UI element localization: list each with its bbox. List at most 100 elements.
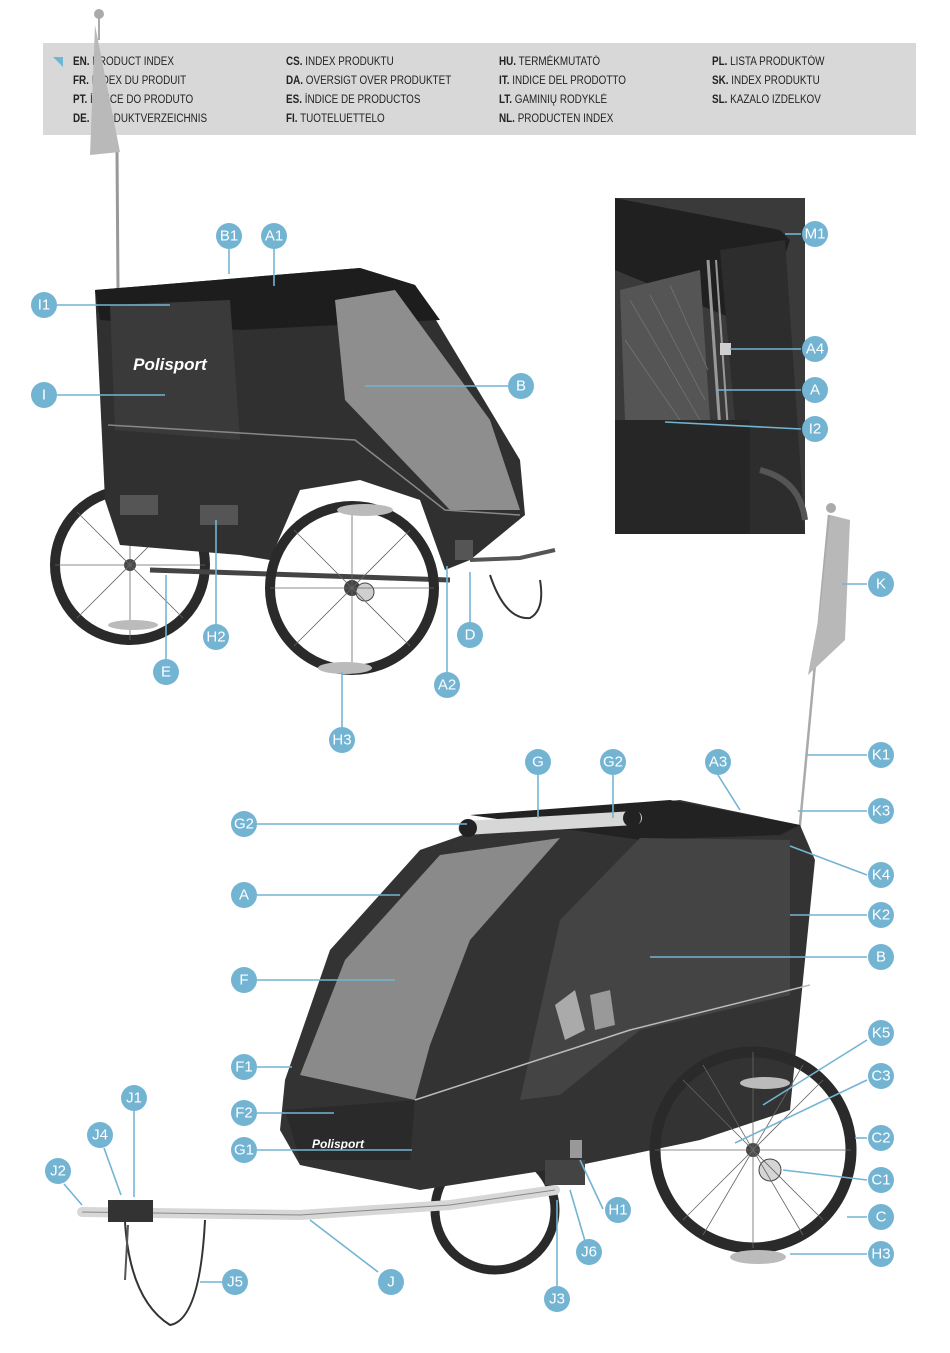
- svg-text:K: K: [876, 576, 886, 593]
- part-label-h1: H1: [605, 1197, 631, 1223]
- part-label-g1: G1: [231, 1137, 257, 1163]
- part-label-a: A: [802, 377, 828, 403]
- part-label-i: I: [31, 382, 57, 408]
- part-label-g2: G2: [600, 749, 626, 775]
- svg-text:A1: A1: [265, 228, 283, 245]
- part-label-a-main: A: [231, 882, 257, 908]
- part-label-m1: M1: [802, 221, 828, 247]
- svg-text:G2: G2: [234, 816, 254, 833]
- svg-text:J1: J1: [126, 1090, 142, 1107]
- index-entry: SL. KAZALO IZDELKOV: [712, 94, 821, 106]
- svg-text:J4: J4: [92, 1127, 108, 1144]
- trailer-main-illustration: Polisport: [77, 503, 857, 1327]
- svg-text:J: J: [387, 1274, 395, 1291]
- svg-text:J2: J2: [50, 1163, 66, 1180]
- product-index-bar: EN. PRODUCT INDEX FR. INDEX DU PRODUIT P…: [43, 43, 916, 135]
- svg-text:H1: H1: [608, 1202, 627, 1219]
- svg-text:K3: K3: [872, 803, 890, 820]
- part-label-j2: J2: [45, 1158, 71, 1184]
- svg-text:B: B: [516, 378, 526, 395]
- part-label-j5: J5: [222, 1269, 248, 1295]
- svg-text:B1: B1: [220, 228, 238, 245]
- part-label-h3: H3: [329, 727, 355, 753]
- part-label-i1: I1: [31, 292, 57, 318]
- corner-marker-icon: [53, 57, 63, 67]
- part-label-k2: K2: [868, 902, 894, 928]
- index-entry: ES. ÍNDICE DE PRODUCTOS: [286, 94, 421, 106]
- svg-text:A2: A2: [438, 677, 456, 694]
- inset-detail-illustration: [615, 198, 808, 534]
- part-label-e: E: [153, 659, 179, 685]
- svg-text:C2: C2: [871, 1130, 890, 1147]
- svg-text:M1: M1: [805, 226, 826, 243]
- svg-text:F2: F2: [235, 1105, 253, 1122]
- part-label-j1: J1: [121, 1085, 147, 1111]
- index-entry: DE. PRODUKTVERZEICHNIS: [73, 113, 208, 125]
- svg-text:I1: I1: [38, 297, 51, 314]
- part-label-a2: A2: [434, 672, 460, 698]
- svg-text:K2: K2: [872, 907, 890, 924]
- trailer-top-illustration: Polisport: [50, 9, 556, 675]
- part-label-a3: A3: [705, 749, 731, 775]
- svg-text:G: G: [532, 754, 544, 771]
- part-label-g: G: [525, 749, 551, 775]
- part-label-f2: F2: [231, 1100, 257, 1126]
- svg-text:J5: J5: [227, 1274, 243, 1291]
- svg-text:G1: G1: [234, 1142, 254, 1159]
- part-label-c: C: [868, 1204, 894, 1230]
- svg-text:I: I: [42, 387, 46, 404]
- svg-text:H3: H3: [871, 1246, 890, 1263]
- part-label-k5: K5: [868, 1020, 894, 1046]
- svg-text:G2: G2: [603, 754, 623, 771]
- svg-text:F: F: [239, 972, 248, 989]
- svg-text:A: A: [810, 382, 820, 399]
- part-label-c3: C3: [868, 1063, 894, 1089]
- part-label-k3: K3: [868, 798, 894, 824]
- part-label-d: D: [457, 622, 483, 648]
- svg-text:K5: K5: [872, 1025, 890, 1042]
- brand-logo: Polisport: [312, 1137, 365, 1151]
- part-label-j6: J6: [576, 1239, 602, 1265]
- part-label-k: K: [868, 571, 894, 597]
- svg-text:H2: H2: [206, 629, 225, 646]
- index-entry: NL. PRODUCTEN INDEX: [499, 113, 614, 125]
- index-entry: LT. GAMINIŲ RODYKLĖ: [499, 94, 608, 106]
- part-label-h3-main: H3: [868, 1241, 894, 1267]
- part-label-f: F: [231, 967, 257, 993]
- svg-text:C1: C1: [871, 1172, 890, 1189]
- svg-text:A: A: [239, 887, 249, 904]
- part-label-c1: C1: [868, 1167, 894, 1193]
- index-entry: EN. PRODUCT INDEX: [73, 56, 174, 68]
- svg-text:F1: F1: [235, 1059, 253, 1076]
- part-label-a1: A1: [261, 223, 287, 249]
- svg-text:K4: K4: [872, 867, 890, 884]
- index-entry: DA. OVERSIGT OVER PRODUKTET: [286, 75, 452, 87]
- svg-text:C3: C3: [871, 1068, 890, 1085]
- index-column-4: PL. LISTA PRODUKTÓW SK. INDEX PRODUKTU S…: [712, 53, 843, 110]
- part-label-j3: J3: [544, 1286, 570, 1312]
- leader-lines: [57, 233, 868, 1286]
- svg-text:E: E: [161, 664, 171, 681]
- svg-text:A3: A3: [709, 754, 727, 771]
- part-label-b-main: B: [868, 944, 894, 970]
- part-label-g2-left: G2: [231, 811, 257, 837]
- index-entry: CS. INDEX PRODUKTU: [286, 56, 394, 68]
- index-entry: PT. ÍNDICE DO PRODUTO: [73, 94, 194, 106]
- svg-text:A4: A4: [806, 341, 824, 358]
- part-label-b1: B1: [216, 223, 242, 249]
- part-label-h2: H2: [203, 624, 229, 650]
- part-label-k1: K1: [868, 742, 894, 768]
- part-label-a4: A4: [802, 336, 828, 362]
- brand-logo: Polisport: [133, 355, 208, 374]
- index-entry: HU. TERMÉKMUTATÓ: [499, 56, 601, 68]
- part-label-b: B: [508, 373, 534, 399]
- index-entry: FR. INDEX DU PRODUIT: [73, 75, 187, 87]
- index-entry: FI. TUOTELUETTELO: [286, 113, 385, 125]
- index-entry: SK. INDEX PRODUKTU: [712, 75, 820, 87]
- part-label-k4: K4: [868, 862, 894, 888]
- index-column-3: HU. TERMÉKMUTATÓ IT. INDICE DEL PRODOTTO…: [499, 53, 647, 129]
- svg-text:B: B: [876, 949, 886, 966]
- svg-text:K1: K1: [872, 747, 890, 764]
- index-entry: IT. INDICE DEL PRODOTTO: [499, 75, 626, 87]
